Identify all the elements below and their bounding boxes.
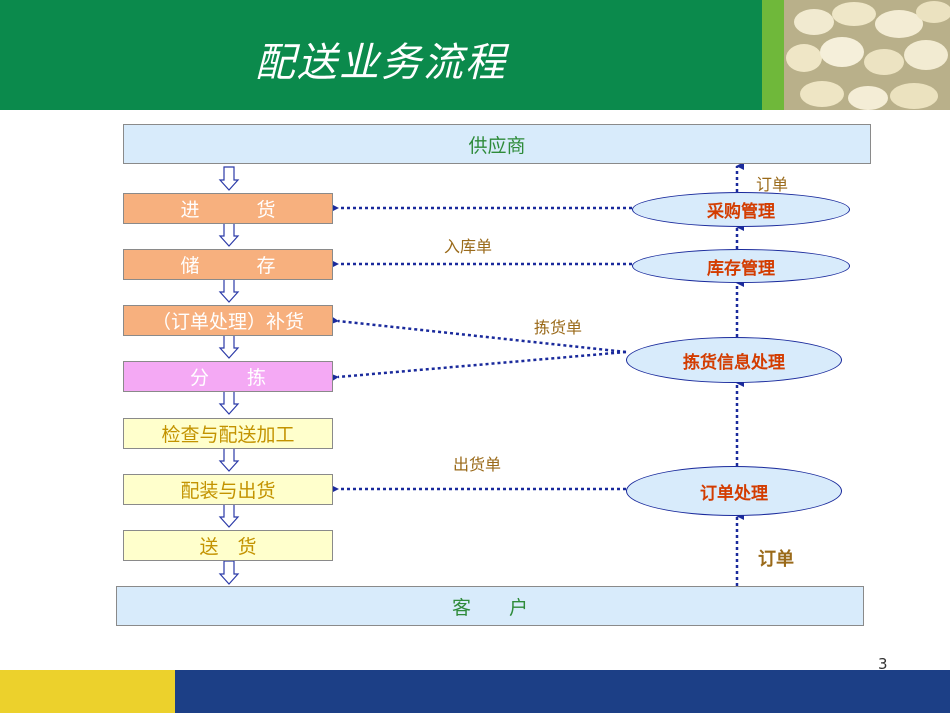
- order-label-bottom: 订单: [758, 549, 794, 570]
- header-bar: [0, 0, 762, 110]
- slide-title: 配送业务流程: [255, 40, 507, 86]
- header-photo: [784, 0, 950, 110]
- arrow-picking-to-sorting: [330, 350, 627, 382]
- inventory-management-node: 库存管理: [632, 249, 850, 283]
- customer-box: 客 户: [116, 586, 864, 626]
- down-arrow-2: [218, 222, 240, 247]
- down-arrow-6: [218, 447, 240, 472]
- mushroom-image: [784, 0, 950, 110]
- order-processing-node: 订单处理: [626, 466, 842, 516]
- purchase-management-node: 采购管理: [632, 192, 850, 227]
- down-arrow-3: [218, 278, 240, 303]
- down-arrow-1: [218, 166, 240, 191]
- supplier-box: 供应商: [123, 124, 871, 164]
- down-arrow-5: [218, 390, 240, 415]
- step-receiving: 进 货: [123, 193, 333, 224]
- down-arrows: [218, 166, 240, 585]
- arrow-picking-to-replenish: [330, 316, 627, 354]
- step-replenishment: （订单处理）补货: [123, 305, 333, 336]
- footer-yellow-band: [0, 670, 175, 713]
- down-arrow-7: [218, 503, 240, 528]
- step-loading-shipping: 配装与出货: [123, 474, 333, 505]
- down-arrow-4: [218, 334, 240, 359]
- order-label-top: 订单: [756, 175, 789, 194]
- step-delivery: 送 货: [123, 530, 333, 561]
- footer-blue-band: [175, 670, 950, 713]
- receipt-label: 入库单: [444, 237, 493, 256]
- picking-list-label: 拣货单: [534, 318, 583, 337]
- picking-info-node: 拣货信息处理: [626, 337, 842, 383]
- down-arrow-8: [218, 560, 240, 585]
- step-sorting: 分 拣: [123, 361, 333, 392]
- step-storage: 储 存: [123, 249, 333, 280]
- header-accent-strip: [762, 0, 784, 110]
- step-inspection-processing: 检查与配送加工: [123, 418, 333, 449]
- shipping-list-label: 出货单: [453, 455, 502, 474]
- page-number: 3: [878, 655, 888, 673]
